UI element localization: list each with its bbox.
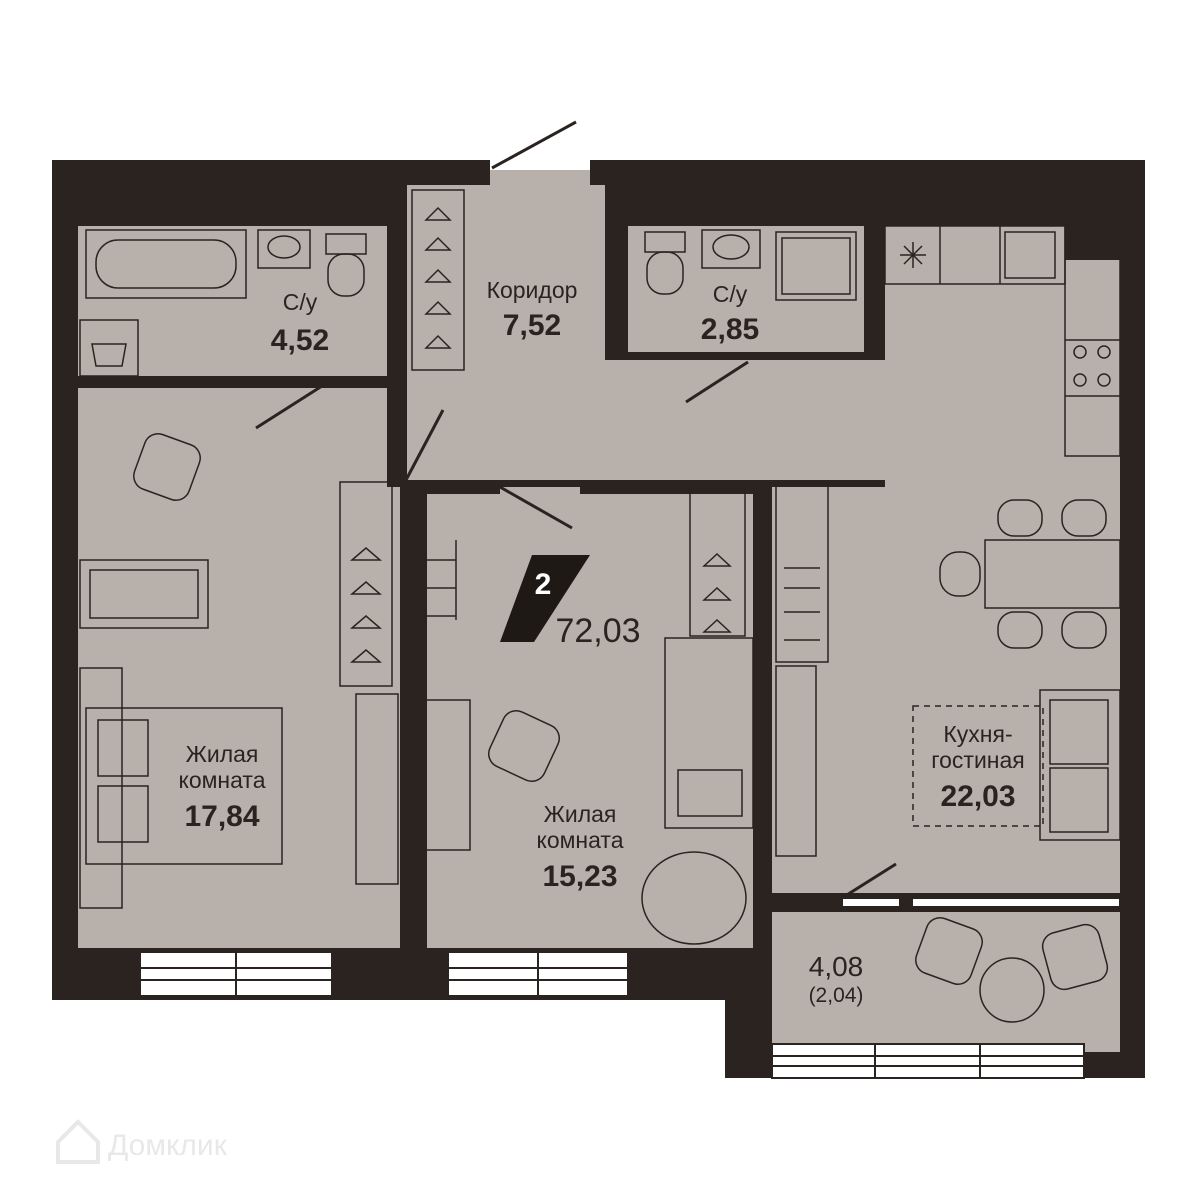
watermark: Домклик	[56, 1119, 228, 1164]
mirror-panel	[775, 665, 817, 857]
door-bedroom-middle	[499, 485, 573, 530]
kitchen-shelf	[775, 481, 829, 663]
watermark-text: Домклик	[108, 1129, 228, 1162]
bathroom-left-name: С/у	[283, 289, 318, 315]
toilet-icon	[644, 231, 686, 295]
floor-kitchen-living	[772, 226, 1120, 893]
mirror-panel	[355, 693, 399, 885]
kitchen-living-name-2: гостиная	[931, 747, 1025, 773]
floors	[78, 170, 1120, 1052]
floor-balcony	[772, 912, 1120, 1052]
floor-bedroom-middle	[427, 487, 753, 948]
floor-bedroom-left	[78, 388, 400, 948]
bathroom-right-area: 2,85	[701, 313, 759, 346]
armchair	[133, 433, 201, 501]
bookshelf	[412, 540, 457, 620]
kitchen-living-area: 22,03	[940, 780, 1015, 813]
rooms-count: 2	[535, 568, 552, 601]
bedroom-left-name-2: комната	[179, 767, 266, 793]
balcony-chair	[915, 917, 983, 985]
snowflake-icon	[900, 242, 926, 268]
doors	[255, 120, 897, 900]
bed-left	[79, 667, 283, 909]
balcony-area-reduced: (2,04)	[809, 984, 864, 1007]
rug-outline	[912, 705, 1044, 827]
bedroom-middle-name-1: Жилая	[544, 801, 617, 827]
corridor-name: Коридор	[487, 277, 578, 303]
bedroom-left-name-1: Жилая	[186, 741, 259, 767]
floor-bathroom-right	[628, 226, 864, 352]
shower-icon	[775, 231, 857, 301]
partitions	[78, 185, 1120, 948]
bathroom-left-area: 4,52	[271, 324, 329, 357]
door-bedroom-left	[404, 409, 445, 481]
balcony-chair	[1041, 923, 1109, 991]
bed-middle	[664, 637, 754, 829]
dresser	[79, 559, 209, 629]
entrance-door	[491, 120, 577, 170]
wardrobe-corridor	[411, 189, 465, 371]
furniture	[79, 189, 1121, 1023]
bedroom-middle-name-2: комната	[537, 827, 624, 853]
bathroom-right-name: С/у	[713, 281, 748, 307]
balcony-table	[979, 957, 1045, 1023]
apartment-badge: 2 72,03	[500, 555, 641, 650]
corridor-area: 7,52	[503, 309, 561, 342]
kitchen-living-name-1: Кухня-	[943, 721, 1012, 747]
house-icon	[56, 1119, 100, 1164]
room-labels: С/у 4,52 Коридор 7,52 С/у 2,85 Жилая ком…	[179, 277, 1025, 1007]
wardrobe-left-bedroom	[339, 481, 393, 687]
windows	[139, 897, 1121, 1079]
washing-machine-icon	[79, 319, 139, 377]
sink-icon	[257, 229, 311, 269]
armchair	[487, 709, 561, 783]
door-bathroom-right	[685, 360, 749, 404]
balcony-glass	[911, 897, 1121, 908]
dining-table	[939, 499, 1121, 649]
total-area: 72,03	[555, 612, 640, 650]
bedroom-middle-area: 15,23	[542, 860, 617, 893]
bedroom-left-area: 17,84	[184, 800, 259, 833]
desk	[409, 699, 471, 851]
sofa	[1039, 689, 1121, 841]
balcony-door-glass	[841, 897, 901, 908]
bean-bag	[641, 851, 747, 945]
wardrobe-middle-bedroom	[689, 487, 746, 637]
bathtub-icon	[85, 229, 247, 299]
window-balcony	[771, 1043, 1085, 1079]
door-balcony	[841, 862, 897, 900]
kitchen-counter	[884, 225, 1121, 457]
balcony-area: 4,08	[809, 951, 864, 982]
toilet-icon	[325, 233, 367, 297]
sink-icon	[701, 229, 761, 269]
rooms-badge	[500, 555, 590, 642]
door-bathroom-left	[255, 384, 323, 430]
